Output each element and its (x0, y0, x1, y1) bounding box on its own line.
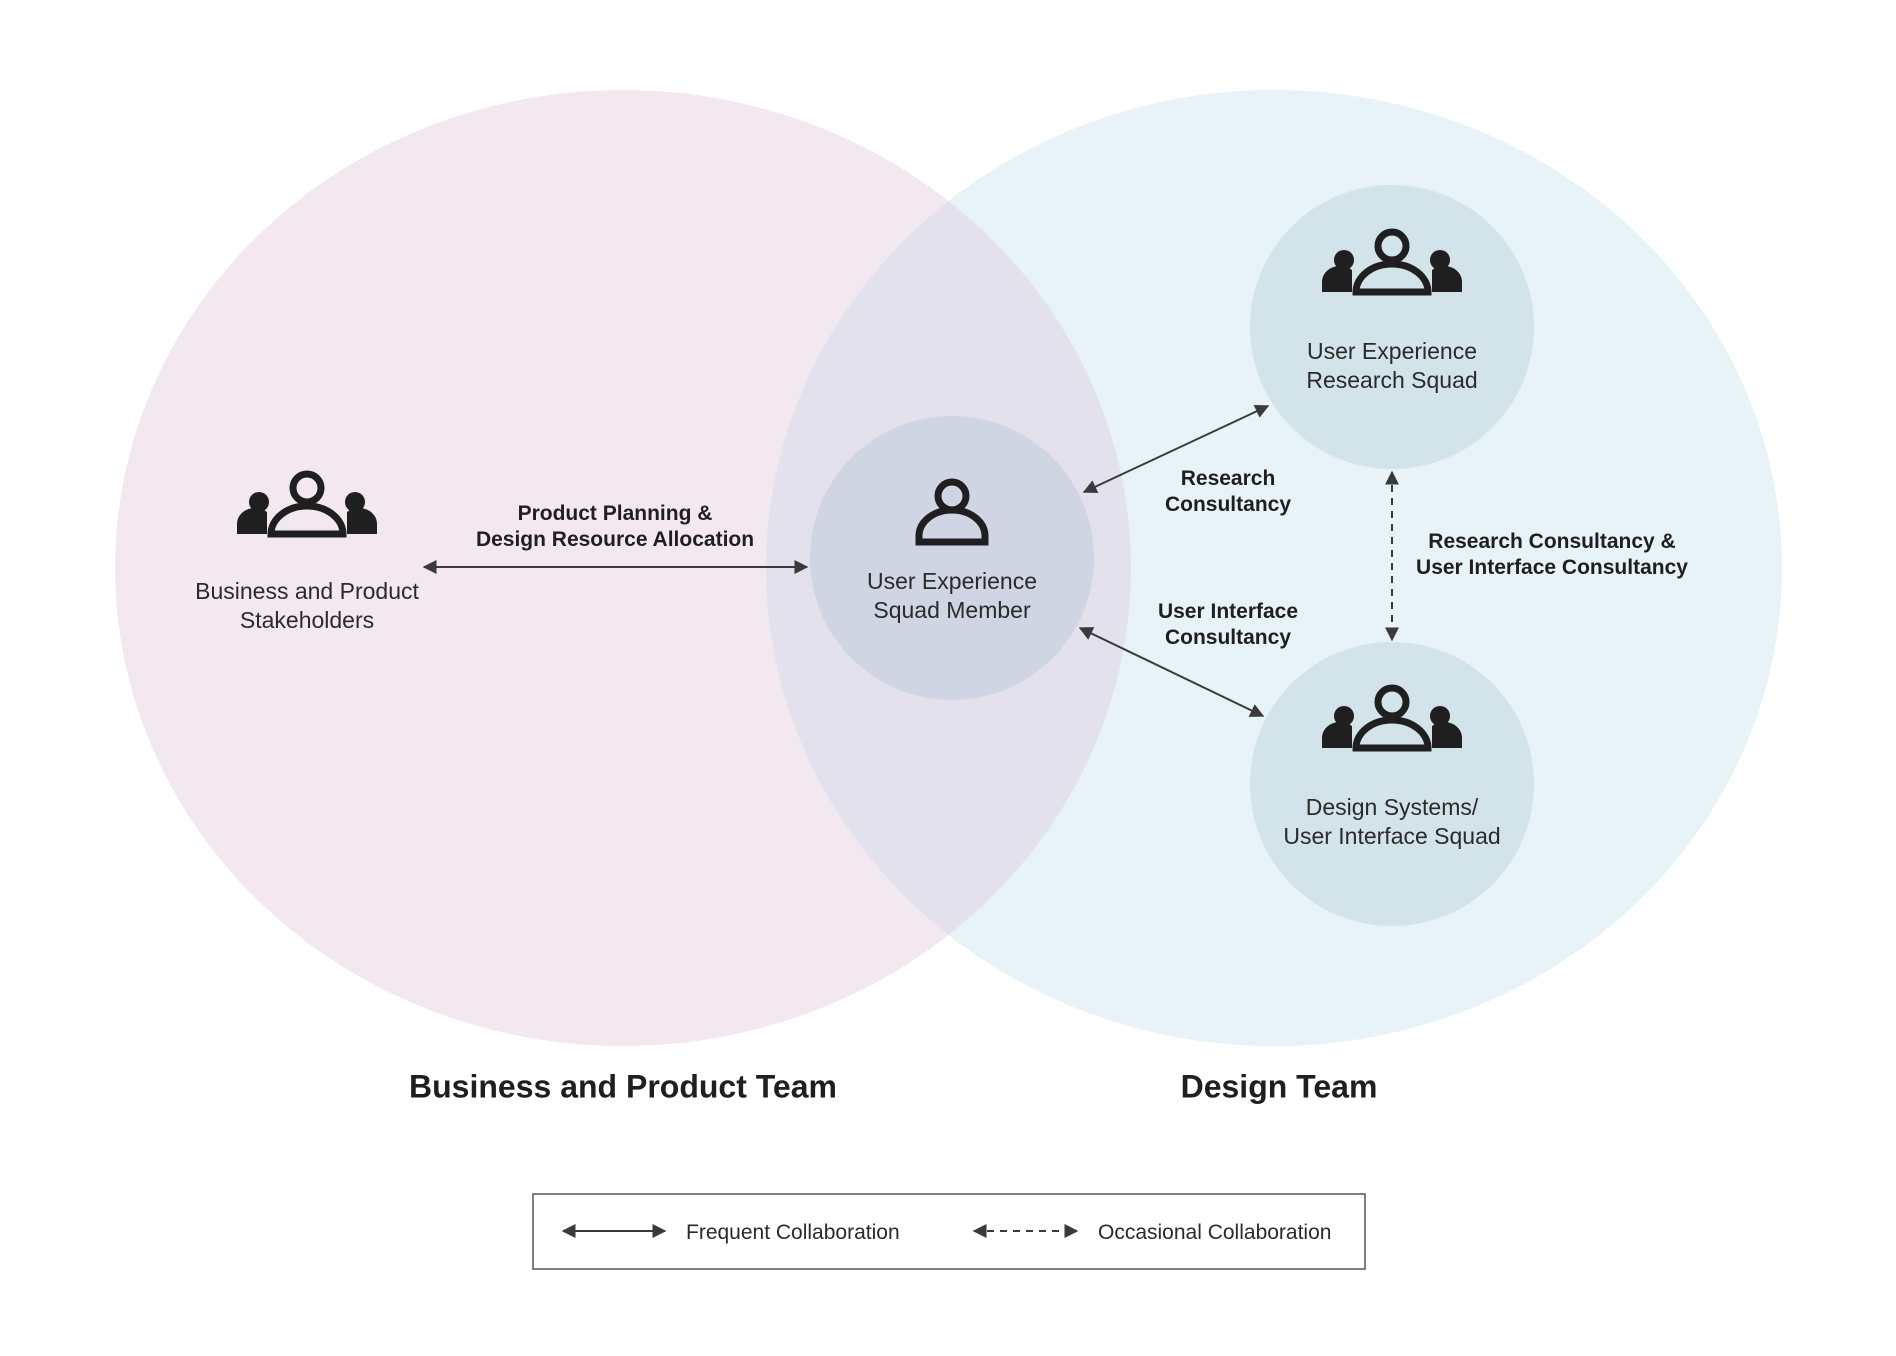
edge-planning-label: Product Planning & Design Resource Alloc… (475, 502, 755, 551)
ui-squad-label: Design Systems/ User Interface Squad (1283, 794, 1501, 849)
edge-cross-label: Research Consultancy & User Interface Co… (1416, 530, 1688, 579)
legend-frequent-label: Frequent Collaboration (686, 1221, 900, 1244)
group-icon (1321, 684, 1463, 752)
edge-ui (1078, 627, 1265, 717)
legend-occasional-label: Occasional Collaboration (1098, 1221, 1332, 1244)
design-team-label: Design Team (1180, 1068, 1378, 1105)
edge-research-label: Research Consultancy (1164, 467, 1292, 516)
ux-member-label: User Experience Squad Member (866, 568, 1038, 623)
group-icon (236, 470, 378, 538)
ux-member-circle (810, 416, 1094, 700)
legend-box (532, 1193, 1366, 1270)
stakeholders-label: Business and Product Stakeholders (195, 578, 419, 633)
research-squad-label: User Experience Research Squad (1306, 338, 1478, 393)
group-icon (1321, 228, 1463, 296)
ui-squad-circle (1250, 642, 1534, 926)
edge-ui-label: User Interface Consultancy (1157, 600, 1299, 649)
person-icon (915, 478, 989, 546)
business-team-label: Business and Product Team (409, 1068, 837, 1105)
research-squad-circle (1250, 185, 1534, 469)
team-overlap-region (766, 90, 1131, 1046)
edge-research (1082, 404, 1270, 494)
